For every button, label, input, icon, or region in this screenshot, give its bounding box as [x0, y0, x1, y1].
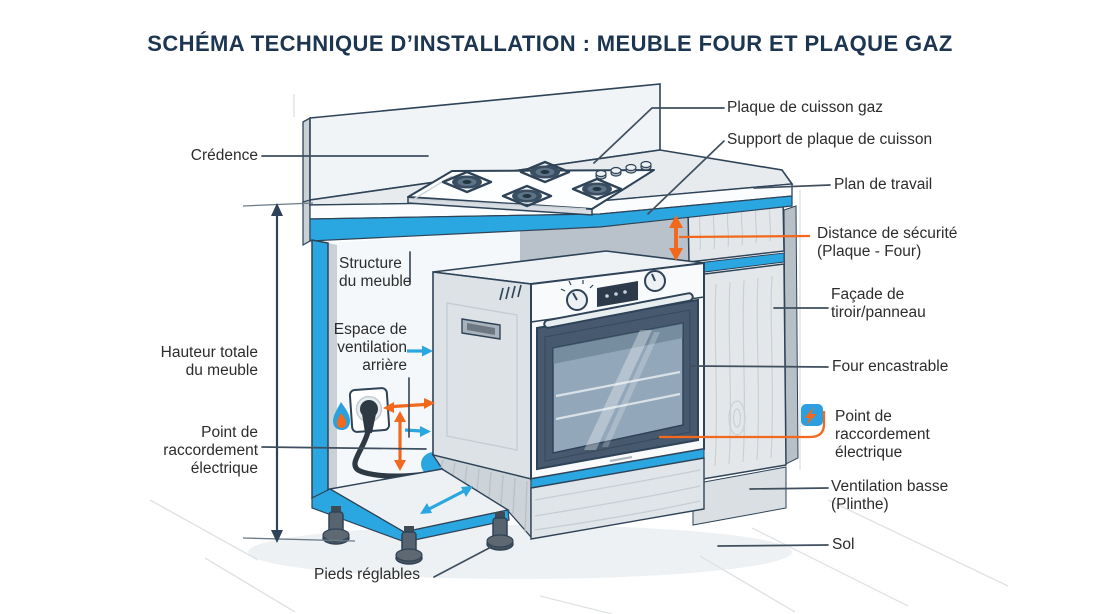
right-cabinet-section: [687, 196, 799, 526]
foot: [395, 526, 423, 565]
oven-handle: [545, 294, 692, 327]
label-four-encastrable: Four encastrable: [832, 358, 949, 375]
plug: [360, 400, 378, 418]
wood-grain: [534, 469, 701, 531]
adjustable-feet: [322, 506, 514, 565]
plug: [362, 414, 376, 433]
vent-slots: [499, 284, 522, 301]
label-ventilation-basse: Ventilation basse (Plinthe): [831, 478, 949, 513]
electric-connection-line: [659, 234, 826, 439]
hob-knobs: [595, 160, 652, 180]
leader-lines: [261, 107, 831, 578]
built-in-oven: [530, 261, 705, 481]
foot: [486, 512, 514, 551]
label-structure-meuble: Structure du meuble: [339, 255, 412, 290]
oven-control-panel: [560, 270, 666, 311]
safety-distance-arrow: [669, 215, 683, 261]
label-plan-travail: Plan de travail: [834, 176, 933, 193]
bottom-shelf: [311, 468, 510, 543]
pan-supports: [441, 160, 623, 208]
label-distance-securite: Distance de sécurité (Plaque - Four): [817, 225, 958, 260]
blue-edge-strip: [309, 195, 793, 242]
ventilation-arrows: [404, 345, 473, 514]
label-point-raccordement-gauche: Point de raccordement électrique: [163, 424, 258, 477]
cabinet-left-frame: [311, 239, 337, 500]
base-texture: [440, 459, 528, 533]
label-credence: Crédence: [190, 147, 258, 164]
gas-flame-icon: [333, 402, 350, 430]
height-dimension-arrow: [242, 202, 356, 543]
oven-housing: [431, 250, 705, 540]
label-hauteur-totale: Hauteur totale du meuble: [160, 344, 258, 379]
label-pieds-reglables: Pieds réglables: [314, 566, 420, 583]
label-sol: Sol: [832, 536, 855, 553]
wood-grain: [698, 205, 772, 251]
lightning-bolt-icon: [801, 404, 823, 426]
diagram-title: SCHÉMA TECHNIQUE D’INSTALLATION : MEUBLE…: [147, 31, 953, 56]
oven-racks: [555, 370, 681, 421]
burners: [452, 165, 612, 203]
gas-hob: [407, 160, 655, 216]
foot: [322, 506, 350, 545]
label-espace-ventilation: Espace de ventilation arrière: [333, 321, 407, 374]
oven-door-glass: [552, 322, 684, 454]
floor-and-wall-lines: [149, 94, 1009, 614]
lower-front-panel: [530, 457, 705, 540]
label-support-plaque: Support de plaque de cuisson: [727, 131, 933, 148]
label-facade-tiroir: Façade de tiroir/panneau: [831, 286, 926, 321]
label-point-raccordement-droit: Point de raccordement électrique: [835, 408, 930, 461]
label-plaque-cuisson: Plaque de cuisson gaz: [727, 99, 883, 116]
